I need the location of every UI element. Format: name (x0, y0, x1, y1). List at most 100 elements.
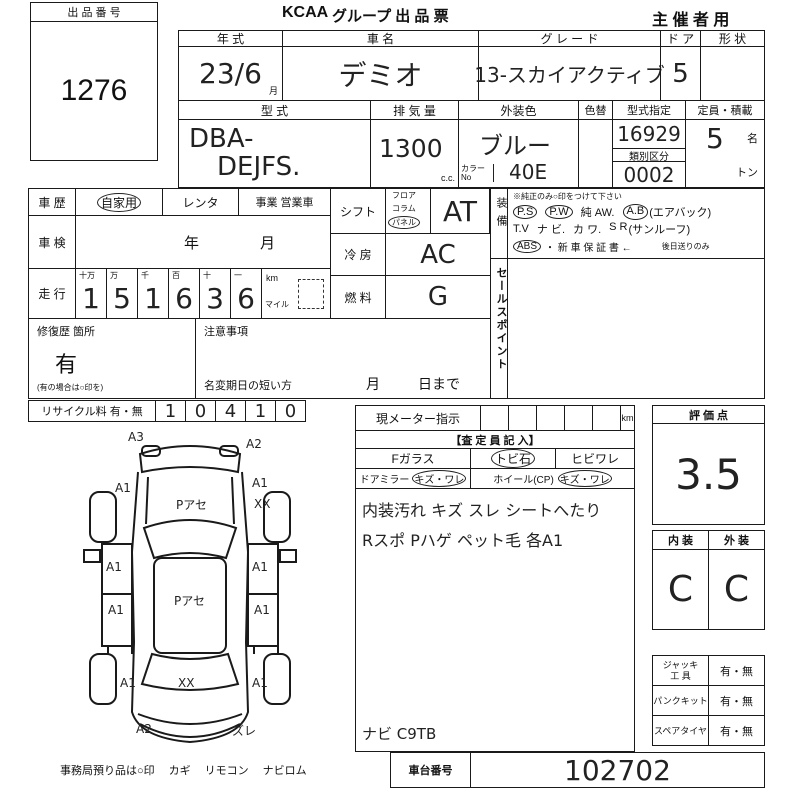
sales-point-divider (507, 259, 508, 398)
color-value: ブルー (479, 132, 551, 160)
rename-month-unit: 月 (366, 376, 380, 392)
year-month-unit: 月 (268, 86, 278, 96)
equip-ab-note: (エアバック) (649, 207, 712, 219)
shift-floor: フロア (392, 191, 416, 200)
meter-digit-cell (480, 405, 509, 431)
front-left-wheel (89, 491, 117, 543)
f-glass-label: Fガラス (355, 448, 471, 469)
diagram-mark: A2 (136, 722, 152, 736)
model-cell: DBA- DEJFS. (178, 119, 371, 188)
shift-value: AT (430, 188, 490, 234)
rear-right-wheel (263, 653, 291, 705)
equipment-line-3: ABS ・ 新 車 保 証 書 ← 後日送りのみ (513, 239, 710, 254)
copy-type: 主 催 者 用 (652, 12, 730, 29)
front-left-light (141, 445, 161, 457)
color-no-value: 40E (509, 160, 548, 184)
jack-label-1: ジャッキ (662, 659, 699, 670)
model-value-line1: DBA- (189, 124, 254, 154)
hood-line (145, 476, 235, 525)
wheel-cell: ホイール(CP) キズ・ワレ (470, 468, 635, 489)
color-label: 外装色 (458, 100, 579, 120)
history-business: 事業 営業車 (238, 188, 331, 216)
shift-label: シフト (330, 188, 386, 234)
office-items-label: 事務局預り品は○印 (60, 765, 155, 777)
diagram-mark: A3 (128, 430, 144, 444)
repair-label: 修復歴 箇所 (37, 326, 96, 338)
puncture-kit-label: パンクキット (652, 685, 709, 716)
diagram-mark: A1 (115, 481, 131, 495)
inspection-cell: 年 月 (75, 215, 331, 269)
recycle-digit: 1 (155, 400, 186, 422)
mileage-unit: 千 (141, 271, 149, 280)
rear-left-wheel (89, 653, 117, 705)
office-items: 事務局預り品は○印 カギ リモコン ナビロム (60, 762, 307, 778)
mileage-unit: 十万 (79, 271, 95, 280)
mileage-cell-2: 万 5 (106, 268, 138, 319)
equipment-line-2: T.V ナ ビ. カ ワ. S R (サンルーフ) (513, 221, 690, 237)
repair-value: 有 (55, 352, 78, 377)
office-item-navi-rom: ナビロム (262, 765, 307, 777)
inspector-note-2: Rスポ Pハゲ ペット毛 各A1 (362, 531, 564, 550)
year-cell: 23/6 月 (178, 46, 283, 101)
sheet-title: グループ 出 品 票 (332, 8, 449, 25)
meter-digit-cell (508, 405, 537, 431)
diagram-mark: Pアセ (174, 594, 205, 608)
rear-bumper (137, 713, 243, 738)
door-mirror-damage: キズ・ワレ (412, 470, 467, 487)
door-mirror-label: ドアミラー (359, 475, 410, 486)
mileage-mile: マイル (265, 300, 289, 309)
type-designation-value: 16929 (612, 119, 686, 149)
brand-logo: KCAA (282, 4, 329, 21)
front-bumper (138, 445, 242, 474)
recycle-digit: 4 (215, 400, 246, 422)
meter-digit-cell (564, 405, 593, 431)
equipment-label: 装 備 (495, 197, 507, 229)
color-change-label: 色替 (578, 100, 613, 120)
right-rear-door (247, 593, 279, 647)
spare-tire-label: スペアタイヤ (652, 715, 709, 746)
jack-value: 有・無 (708, 655, 765, 686)
spare-tire-value: 有・無 (708, 715, 765, 746)
history-rental: レンタ (162, 188, 239, 216)
diagram-mark: A1 (254, 603, 270, 617)
meter-unit: km (620, 405, 635, 431)
car-name: デミオ (282, 46, 479, 101)
repair-note: (有の場合は○印を) (37, 383, 104, 392)
mileage-digit: 6 (237, 282, 255, 315)
recycle-digit: 0 (275, 400, 306, 422)
meter-label: 現メーター指示 (355, 405, 481, 431)
inspector-navi-note: ナビ C9TB (362, 725, 437, 743)
caution-cell: 注意事項 名変期日の短い方 月 日まで (195, 318, 491, 399)
diagram-mark: A1 (120, 676, 136, 690)
mileage-digit: 3 (206, 282, 224, 315)
mileage-unit: 百 (172, 271, 180, 280)
recycle-digit: 0 (185, 400, 216, 422)
diagram-mark: XX (178, 676, 195, 690)
equip-sr: S R (609, 221, 628, 233)
equipment-note: ※純正のみ○印をつけて下さい (513, 192, 622, 201)
body-label: 形 状 (700, 30, 765, 47)
lot-number-label: 出 品 番 号 (30, 2, 158, 22)
grade-value: 13-スカイアクティブ (474, 46, 665, 101)
shift-options: フロア コラム パネル (385, 188, 431, 234)
history-private-cell: 自家用 (75, 188, 163, 216)
equip-kawa: カ ワ. (573, 224, 602, 236)
sales-point-label: セールスポイント (495, 267, 507, 371)
recycle-digit: 1 (245, 400, 276, 422)
inspection-month-unit: 月 (260, 235, 276, 252)
equip-ab-group: A.B (エアバック) (622, 204, 712, 220)
load-unit: トン (736, 167, 758, 179)
inspector-notes-box: 内装汚れ キズ スレ シートへたり Rスポ Pハゲ ペット毛 各A1 ナビ C9… (355, 488, 635, 752)
equip-sr-group: S R (サンルーフ) (609, 221, 690, 237)
year-label: 年 式 (178, 30, 283, 47)
color-no-label: カラー No (461, 164, 494, 182)
mileage-digit: 1 (82, 282, 100, 315)
exterior-label: 外 装 (708, 530, 765, 550)
wheel-label: ホイール(CP) (493, 475, 554, 486)
displacement-unit: c.c. (440, 173, 455, 183)
left-step (107, 646, 133, 654)
recycle-label: リサイクル料 有・無 (28, 400, 156, 422)
mileage-digit: 5 (113, 282, 131, 315)
sales-point-box: セールスポイント (490, 258, 765, 399)
